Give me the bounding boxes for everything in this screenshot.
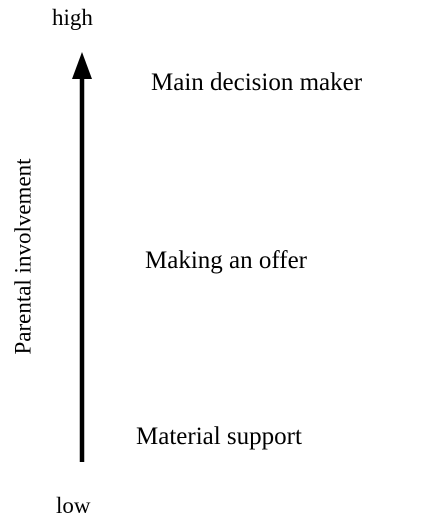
axis-high-label: high [52,5,93,30]
axis-title: Parental involvement [10,158,36,355]
level-main-decision-maker: Main decision maker [151,69,363,96]
axis-low-label: low [56,493,91,518]
level-material-support: Material support [136,423,302,450]
level-making-an-offer: Making an offer [145,247,307,274]
axis-arrowhead-icon [72,52,92,79]
